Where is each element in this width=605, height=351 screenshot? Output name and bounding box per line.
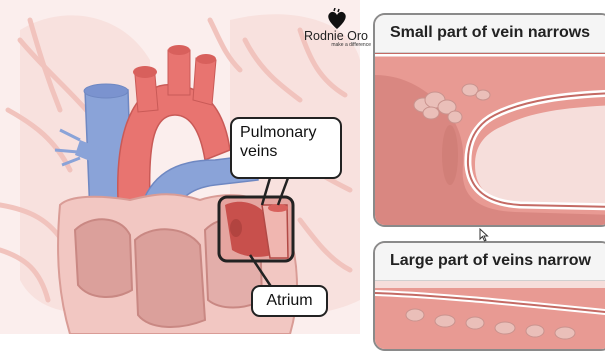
- right-atrium-chamber: [75, 219, 132, 297]
- large-narrowing-panel: Large part of veins narrow: [373, 241, 605, 351]
- heart-logo-icon: [327, 8, 347, 30]
- watermark-logo: Rodnie Oro make a difference: [297, 8, 375, 48]
- pulmonary-veins-line1: Pulmonary: [240, 123, 332, 142]
- pulmonary-veins-line2: veins: [240, 142, 332, 161]
- ventricle-chamber: [135, 229, 205, 327]
- cursor-icon: [479, 228, 489, 242]
- small-narrowing-panel: Small part of vein narrows: [373, 13, 605, 227]
- pulmonary-veins-label: Pulmonary veins: [230, 117, 342, 179]
- large-narrowing-title: Large part of veins narrow: [375, 243, 605, 281]
- zoom-box: [219, 197, 293, 261]
- atrium-label: Atrium: [251, 285, 328, 317]
- watermark-name: Rodnie Oro: [297, 29, 375, 43]
- small-narrowing-title: Small part of vein narrows: [375, 15, 605, 53]
- illustration: Pulmonary veins Atrium Rodnie Oro make a…: [0, 0, 605, 334]
